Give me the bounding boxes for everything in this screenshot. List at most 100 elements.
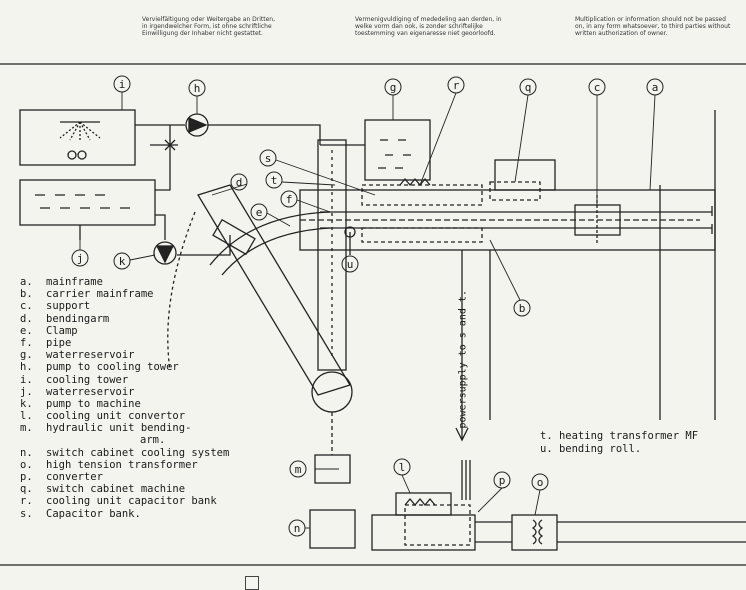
notice-line: toestemming van eigenaresse niet geoorlo… [355,30,496,37]
svg-text:m: m [295,463,302,476]
svg-text:c: c [594,81,601,94]
coil-icon [404,497,436,507]
callout-h: h [188,79,206,97]
svg-text:n: n [294,522,301,535]
leader-s [275,159,376,196]
switch-cabinet-machine-outline [489,181,541,201]
bending-arm-pivot [311,371,353,413]
leader-q [514,94,529,183]
power-supply-text: powersupply to s and t. [457,290,469,429]
bent-pipe-outer [209,211,331,266]
switch-cabinet-cooling-box [309,509,356,549]
svg-text:p: p [499,474,506,487]
svg-text:f: f [286,193,293,206]
svg-text:u: u [347,258,354,271]
leader-b [489,239,521,301]
callout-c: c [588,78,606,96]
legend-item: a.mainframe [20,276,103,288]
pipe-k-to-machine [177,235,231,256]
converter-dashed-inner [404,504,471,546]
pipe-j-to-pump-k [155,214,166,240]
legend-item: h.pump to cooling tower [20,361,179,374]
svg-text:r: r [453,79,460,92]
svg-text:o: o [537,476,544,489]
copyright-notice-dutch: Vermenigvuldiging of mededeling aan derd… [355,16,535,37]
legend-item: i.cooling tower [20,373,129,386]
carrier-dashed-lower [361,227,483,243]
svg-text:l: l [399,461,406,474]
capacitor-bank-column [317,139,347,371]
notice-line: Einwilligung der Inhaber nicht gestattet… [142,30,263,37]
component-legend: a.mainframe b.carrier mainframe c.suppor… [20,276,229,520]
legend-item: e.Clamp [20,324,78,337]
callout-b: b [513,299,531,317]
coil-icon [399,177,431,187]
leader-d [211,183,248,196]
power-supply-label: powersupply to s and t. [456,290,472,430]
pipe-return [155,125,171,191]
svg-text:b: b [519,302,526,315]
notice-line: Multiplication or information should not… [575,16,726,23]
legend-item: c.support [20,300,91,313]
copyright-notice-english: Multiplication or information should not… [575,16,735,37]
transformer-box [511,514,558,551]
pump-k-arrow [155,245,175,264]
legend-item: s.Capacitor bank. [20,507,141,520]
callout-n: n [288,519,306,537]
end-brackets [700,206,713,234]
legend-item: l.cooling unit convertor [20,410,186,423]
svg-text:s: s [265,152,272,165]
clamp-e [212,218,256,256]
bending-arm [197,184,351,396]
callout-e: e [250,203,268,221]
copyright-notice-german: Vervielfältigung oder Weitergabe an Drit… [142,16,312,37]
notice-line: welke vorm dan ook, is zonder schrifteli… [355,23,483,30]
svg-text:e: e [256,206,263,219]
legend-item: j.waterreservoir [20,385,135,398]
leader-o [534,489,541,516]
page-marker-box [245,576,259,590]
notice-line: in irgendwelcher Form, ist ohne schriftl… [142,23,272,30]
callout-d: d [230,173,248,191]
legend-item: q.switch cabinet machine [20,483,186,496]
cable-bundle [461,460,471,500]
callout-t: t [265,171,283,189]
callout-m: m [289,460,307,478]
callout-i: i [113,75,131,93]
leader-r [419,92,457,186]
callout-s: s [259,149,277,167]
note-bending-roll: u. bending roll. [540,443,642,455]
svg-text:i: i [119,78,126,91]
leader-p [477,487,503,513]
legend-item: m.hydraulic unit bending- [20,422,192,435]
notice-line: written authorization of owner. [575,30,668,37]
legend-item: k.pump to machine [20,397,141,410]
svg-text:d: d [236,176,243,189]
svg-text:h: h [194,82,201,95]
svg-text:t: t [271,174,278,187]
callout-k: k [113,252,131,270]
leader-f [296,199,331,213]
leader-a [649,94,656,191]
callout-r: r [447,76,465,94]
legend-item: r.cooling unit capacitor bank [20,495,217,508]
legend-item: f.pipe [20,336,72,349]
svg-text:q: q [525,81,532,94]
pump-h-arrow [188,117,208,133]
callout-u: u [341,255,359,273]
waterreservoir-g-box [364,119,431,181]
svg-text:a: a [652,81,659,94]
legend-item: b.carrier mainframe [20,288,154,301]
power-arrow [455,427,469,442]
legend-item: g.waterreservoir [20,349,135,362]
leader-t [281,181,336,186]
fan-icon [67,150,77,160]
svg-text:g: g [390,81,397,94]
legend-item: n.switch cabinet cooling system [20,446,230,459]
pipe-pump-h-to-reservoir [208,124,321,145]
cooling-unit-capacitor-bank [361,184,483,206]
arm-swing-arc [167,211,196,371]
cooling-unit-convertor-box [395,492,452,516]
notice-line: on, in any form whatsoever, to third par… [575,23,731,30]
